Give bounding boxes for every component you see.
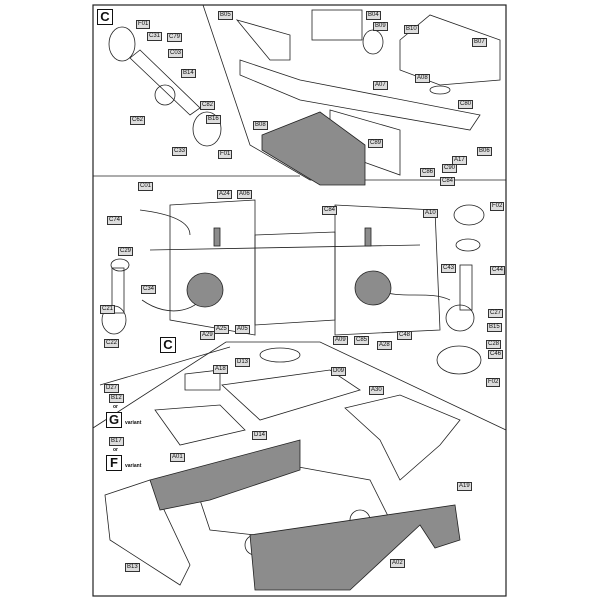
part-label-c46: C46 [488, 350, 504, 359]
part-label-b05: B05 [218, 11, 233, 20]
part-label-b17: B17 [109, 437, 124, 446]
part-label-a01: A01 [170, 453, 185, 462]
part-label-c44: C44 [490, 266, 506, 275]
part-label-b15: B15 [487, 323, 502, 332]
part-label-a07: A07 [373, 81, 388, 90]
part-label-a24: A24 [217, 190, 232, 199]
part-label-c31: C31 [147, 32, 163, 41]
part-label-a10: A10 [423, 209, 438, 218]
part-label-c01: C01 [138, 182, 154, 191]
part-label-c86: C86 [420, 168, 436, 177]
part-label-b06: B06 [477, 147, 492, 156]
part-label-a29: A29 [200, 331, 215, 340]
part-label-a06: A06 [237, 190, 252, 199]
part-label-a17: A17 [452, 156, 467, 165]
part-label-a30: A30 [369, 386, 384, 395]
wheel-well-gray [354, 270, 392, 306]
part-label-d14: D14 [252, 431, 268, 440]
part-label-a09: A09 [333, 336, 348, 345]
part-label-c89: C89 [368, 139, 384, 148]
page-frame [92, 4, 507, 597]
part-label-c74: C74 [107, 216, 123, 225]
part-label-c22: C22 [104, 339, 120, 348]
part-label-c62: C62 [130, 116, 146, 125]
sub-assembly-c-marker: C [160, 337, 176, 353]
part-label-c43: C43 [441, 264, 457, 273]
part-label-c34: C34 [141, 285, 157, 294]
part-label-a19: A19 [457, 482, 472, 491]
part-label-c84: C84 [322, 206, 338, 215]
part-label-b16: B16 [206, 115, 221, 124]
part-label-c33: C33 [172, 147, 188, 156]
part-label-c79: C79 [167, 33, 183, 42]
part-label-a05: A05 [235, 325, 250, 334]
part-label-c85: C85 [354, 336, 370, 345]
part-label-c29: C29 [118, 247, 134, 256]
variant-g-text: variant [125, 420, 142, 426]
wheel-hub [108, 26, 136, 62]
panel-divider-bottom [92, 341, 507, 431]
part-label-b12: B12 [109, 394, 124, 403]
part-b07 [399, 14, 501, 86]
part-b08-gray [261, 111, 366, 186]
part-label-f02: F02 [486, 378, 501, 387]
part-label-d27: D27 [104, 384, 120, 393]
part-label-c28: C28 [486, 340, 502, 349]
part-label-c21: C21 [100, 305, 116, 314]
part-label-b10: B10 [404, 25, 419, 34]
variant-f-marker: F [106, 455, 122, 471]
part-label-b07: B07 [472, 38, 487, 47]
part-label-a02: A02 [390, 559, 405, 568]
wheel-hub [192, 111, 222, 147]
variant-g-marker: G [106, 412, 122, 428]
or-text: or [113, 447, 118, 453]
part-label-b04: B04 [366, 11, 381, 20]
part-label-c03: C03 [168, 49, 184, 58]
part-label-c80: C80 [458, 100, 474, 109]
part-label-c84: C84 [440, 177, 456, 186]
panel-divider-top [202, 4, 506, 181]
or-text: or [113, 404, 118, 410]
part-label-f01: F01 [218, 150, 233, 159]
part-label-a25: A25 [214, 325, 229, 334]
wheel-well-gray [186, 272, 224, 308]
part-label-d09: D09 [331, 367, 347, 376]
part-label-c27: C27 [488, 309, 504, 318]
part-label-f01: F01 [136, 20, 151, 29]
part-label-b14: B14 [181, 69, 196, 78]
part-label-b13: B13 [125, 563, 140, 572]
part-label-c90: C90 [442, 164, 458, 173]
part-label-b09: B09 [373, 22, 388, 31]
part-label-b08: B08 [253, 121, 268, 130]
part-b05 [235, 19, 291, 61]
part-label-c82: C82 [200, 101, 216, 110]
part-a01-gray [149, 439, 301, 511]
variant-f-text: variant [125, 463, 142, 469]
part-label-a18: A18 [213, 365, 228, 374]
part-label-a08: A08 [415, 74, 430, 83]
part-label-c48: C48 [397, 331, 413, 340]
part-label-a28: A28 [377, 341, 392, 350]
part-a02-gray [249, 504, 461, 591]
sub-assembly-c-marker: C [97, 9, 113, 25]
part-label-f02: F02 [490, 202, 505, 211]
part-label-d13: D13 [235, 358, 251, 367]
